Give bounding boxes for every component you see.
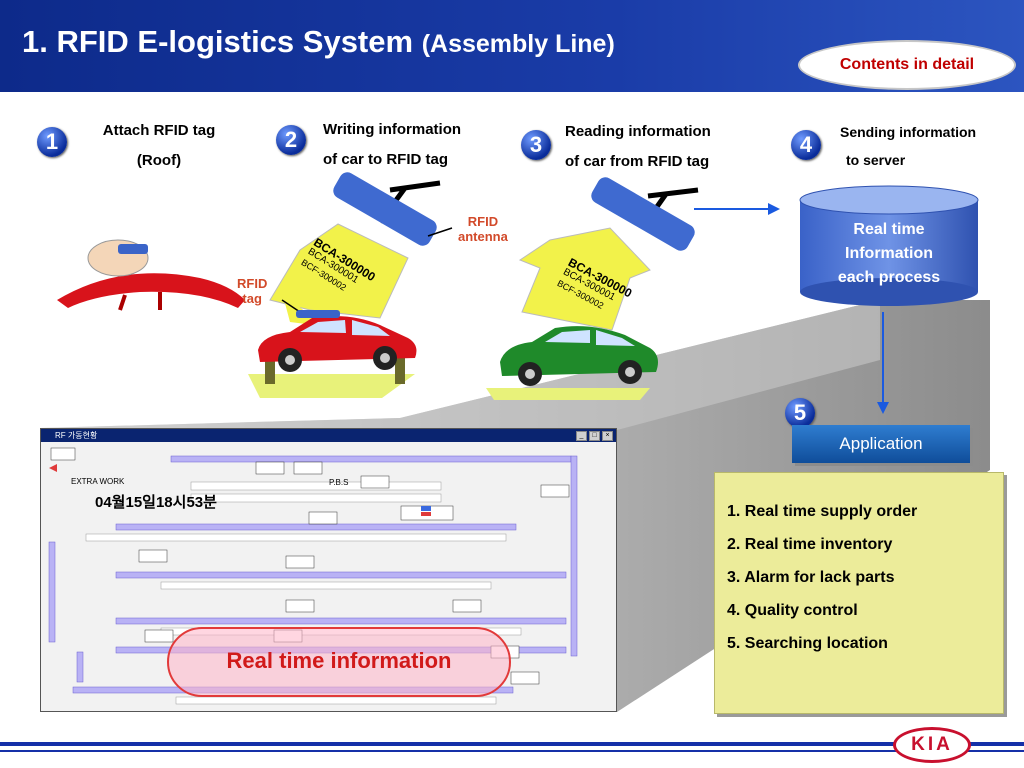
maximize-icon[interactable]: □: [589, 431, 600, 441]
window-titlebar: RF 가동현황 _ □ ×: [41, 429, 616, 442]
extra-work-label: EXTRA WORK: [71, 477, 125, 486]
step-2-line2: of car to RFID tag: [323, 151, 449, 168]
step-2-badge: 2: [276, 125, 306, 155]
red-car: [248, 310, 417, 398]
step-1-line2: (Roof): [136, 152, 182, 169]
monitoring-screen: RF 가동현황 _ □ ×: [40, 428, 617, 712]
rfid-reader-2: [591, 177, 699, 251]
footer-line-thin: [0, 750, 1024, 752]
kia-logo: KIA: [893, 727, 971, 763]
page-title: 1. RFID E-logistics System (Assembly Lin…: [22, 24, 615, 60]
step-3-line2: of car from RFID tag: [565, 153, 710, 170]
step-4-badge: 4: [791, 130, 821, 160]
car-roof-illustration: [57, 239, 245, 311]
contents-in-detail-button[interactable]: Contents in detail: [798, 40, 1016, 90]
application-item-3: 3. Alarm for lack parts: [727, 569, 895, 586]
pbs-label: P.B.S: [329, 478, 349, 487]
step-3-text: Reading information of car from RFID tag: [565, 117, 711, 177]
timestamp-display: 04월15일18시53분: [95, 494, 217, 511]
read-arrow: [518, 227, 651, 331]
step-5-badge: 5: [785, 398, 815, 428]
minimize-icon[interactable]: _: [576, 431, 587, 441]
step-1-line1: Attach RFID tag: [102, 122, 216, 139]
server-line1: Real time: [853, 221, 925, 238]
server-database: [799, 185, 979, 306]
application-list: 1. Real time supply order 2. Real time i…: [714, 472, 1004, 714]
real-time-highlight: [167, 627, 511, 697]
step-4-line1: Sending information: [840, 124, 977, 140]
step-4-line2: to server: [846, 152, 906, 168]
application-item-5: 5. Searching location: [727, 635, 888, 652]
footer-line: [0, 742, 1024, 746]
window-controls: _ □ ×: [576, 431, 613, 441]
step-2-text: Writing information of car to RFID tag: [323, 115, 461, 175]
close-icon[interactable]: ×: [602, 431, 613, 441]
step-1-badge: 1: [37, 127, 67, 157]
rfid-tag-label: RFID tag: [237, 276, 267, 306]
rfid-antenna-label: RFID antenna: [458, 214, 508, 244]
application-box: Application: [792, 425, 970, 463]
window-title: RF 가동현황: [55, 431, 98, 440]
server-line2: Information: [845, 245, 933, 262]
step-3-line1: Reading information: [565, 123, 711, 140]
step-3-badge: 3: [521, 130, 551, 160]
green-car: [486, 326, 658, 400]
step-1-text: Attach RFID tag (Roof): [84, 116, 234, 176]
title-subtitle: (Assembly Line): [421, 30, 615, 58]
step-2-line1: Writing information: [323, 121, 462, 138]
server-text: Real time Information each process: [800, 218, 978, 290]
rfid-antenna-line1: RFID: [467, 214, 499, 229]
application-item-2: 2. Real time inventory: [727, 536, 893, 553]
real-time-information-label: Real time information: [226, 648, 452, 673]
server-line3: each process: [837, 269, 941, 286]
rfid-reader-1: [333, 172, 453, 246]
step-4-text: Sending information to server: [840, 118, 976, 174]
rfid-tag-line2: tag: [242, 291, 262, 306]
application-item-1: 1. Real time supply order: [727, 503, 918, 520]
title-main: 1. RFID E-logistics System: [22, 24, 414, 59]
rfid-antenna-line2: antenna: [458, 229, 508, 244]
application-item-4: 4. Quality control: [727, 602, 858, 619]
rfid-tag-line1: RFID: [237, 276, 268, 291]
